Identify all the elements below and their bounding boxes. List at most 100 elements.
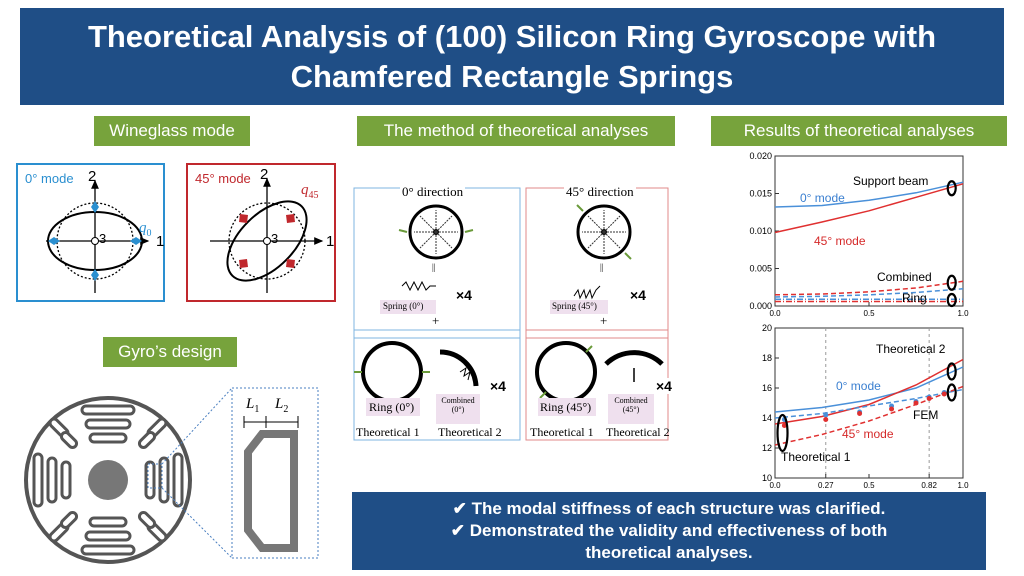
equals-45: || xyxy=(600,262,604,272)
section-method: The method of theoretical analyses xyxy=(357,116,675,146)
annotation-fem: FEM xyxy=(913,408,939,422)
x-tick-label: 0.0 xyxy=(769,309,781,318)
series-line xyxy=(774,385,964,446)
annotation-45-mode-chart2: 45° mode xyxy=(842,427,894,441)
x-tick-label: 1.0 xyxy=(957,481,969,490)
conclusion-box: ✔ The modal stiffness of each structure … xyxy=(352,492,986,570)
q0-label: q0 xyxy=(139,220,152,239)
annotation-combined: Combined xyxy=(877,270,932,284)
theoretical-1-label-45: Theoretical 1 xyxy=(530,425,594,439)
fem-marker xyxy=(823,417,829,422)
series-line xyxy=(774,358,964,425)
combined-0-label: Combined(0°) xyxy=(438,396,478,414)
section-wineglass-mode: Wineglass mode xyxy=(94,116,250,146)
highlight-ellipse xyxy=(946,292,957,308)
times4-combined-0: ×4 xyxy=(490,378,506,394)
plot-area xyxy=(774,327,964,479)
method-diagram: 0° direction 45° direction || || Spring … xyxy=(352,180,672,442)
q0-subscript: 0 xyxy=(146,228,152,239)
fem-marker xyxy=(913,400,919,406)
annotation-45-mode: 45° mode xyxy=(814,234,866,248)
q45-symbol: q xyxy=(301,182,309,198)
y-tick-label: 0.015 xyxy=(749,189,772,199)
equals-0: || xyxy=(432,262,436,272)
wineglass-0-mode-panel: 0° mode 2 1 3 q0 xyxy=(16,163,165,302)
direction-0-label: 0° direction xyxy=(400,184,466,200)
annotation-support-beam: Support beam xyxy=(853,174,929,188)
fem-marker xyxy=(889,406,895,412)
q45-label: q45 xyxy=(301,182,319,201)
y-tick-label: 10 xyxy=(762,473,772,483)
fem-marker xyxy=(941,391,947,397)
axis-1-label: 1 xyxy=(156,233,165,250)
times4-spring-0: ×4 xyxy=(456,287,472,303)
axis-2-label: 2 xyxy=(88,168,97,185)
ring-with-springs-45 xyxy=(576,204,632,260)
series-line xyxy=(774,288,964,298)
series-line xyxy=(774,183,964,234)
plus-0: + xyxy=(432,313,440,328)
ring-0-label: Ring (0°) xyxy=(369,400,415,414)
y-tick-label: 16 xyxy=(762,383,772,393)
annotation-theoretical-1: Theoretical 1 xyxy=(781,450,851,464)
x-tick-label: 0.0 xyxy=(769,481,781,490)
plot-area xyxy=(774,155,964,307)
plus-45: + xyxy=(600,313,608,328)
wineglass-0-diagram xyxy=(46,179,150,293)
annotation-theoretical-2: Theoretical 2 xyxy=(876,342,946,356)
mode-45-label: 45° mode xyxy=(195,171,251,186)
y-tick-label: 0.005 xyxy=(749,264,772,274)
x-tick-label: 0.5 xyxy=(863,309,875,318)
theoretical-2-label-0: Theoretical 2 xyxy=(438,425,502,439)
annotation-ring: Ring xyxy=(902,291,927,305)
ring-45-label: Ring (45°) xyxy=(540,400,592,414)
method-svg xyxy=(353,187,669,441)
L2-label: L2 xyxy=(275,396,288,415)
wineglass-45-mode-panel: 45° mode 2 1 3 q45 xyxy=(186,163,336,302)
highlight-ellipse xyxy=(776,413,789,453)
series-line xyxy=(774,181,964,208)
spring-0-label: Spring (0°) xyxy=(383,301,424,311)
theoretical-1-label-0: Theoretical 1 xyxy=(356,425,420,439)
section-gyro-design: Gyro’s design xyxy=(103,337,237,367)
fem-marker xyxy=(926,396,932,401)
conclusion-line-3: theoretical analyses. xyxy=(585,543,753,562)
times4-spring-45: ×4 xyxy=(630,287,646,303)
x-tick-label: 0.82 xyxy=(921,481,937,490)
fem-marker xyxy=(857,411,863,416)
gyro-design-figure: L1 L2 xyxy=(22,372,352,564)
L1-symbol: L xyxy=(246,396,255,412)
page-title: Theoretical Analysis of (100) Silicon Ri… xyxy=(20,8,1004,105)
mode-0-label: 0° mode xyxy=(25,171,74,186)
combined-0-line1: Combined xyxy=(441,396,475,405)
x-tick-label: 0.27 xyxy=(818,481,834,490)
annotation-0-mode-chart2: 0° mode xyxy=(836,379,881,393)
ring-with-springs-0 xyxy=(398,204,474,260)
section-results: Results of theoretical analyses xyxy=(711,116,1007,146)
highlight-ellipse xyxy=(946,362,957,381)
combined-0-line2: (0°) xyxy=(451,405,465,414)
wineglass-45-diagram xyxy=(210,177,324,293)
q45-subscript: 45 xyxy=(308,190,319,201)
L2-symbol: L xyxy=(275,396,284,412)
y-tick-label: 14 xyxy=(762,413,772,423)
highlight-ellipse xyxy=(946,383,957,402)
axis-2-label: 2 xyxy=(260,166,269,183)
y-tick-label: 0.020 xyxy=(749,151,772,161)
fem-marker xyxy=(823,412,829,418)
series-line xyxy=(774,366,964,413)
gyro-design-svg xyxy=(24,387,319,564)
conclusion-line-1: ✔ The modal stiffness of each structure … xyxy=(452,499,886,518)
axis-3-label: 3 xyxy=(99,231,107,246)
times4-combined-45: ×4 xyxy=(656,378,672,394)
conclusion-line-2: ✔ Demonstrated the validity and effectiv… xyxy=(450,521,888,540)
combined-45-line2: (45°) xyxy=(622,405,640,414)
L2-subscript: 2 xyxy=(283,404,289,415)
fem-marker xyxy=(781,423,787,428)
L1-label: L1 xyxy=(246,396,259,415)
y-tick-label: 0.010 xyxy=(749,226,772,236)
L1-subscript: 1 xyxy=(254,404,260,415)
y-tick-label: 12 xyxy=(762,443,772,453)
